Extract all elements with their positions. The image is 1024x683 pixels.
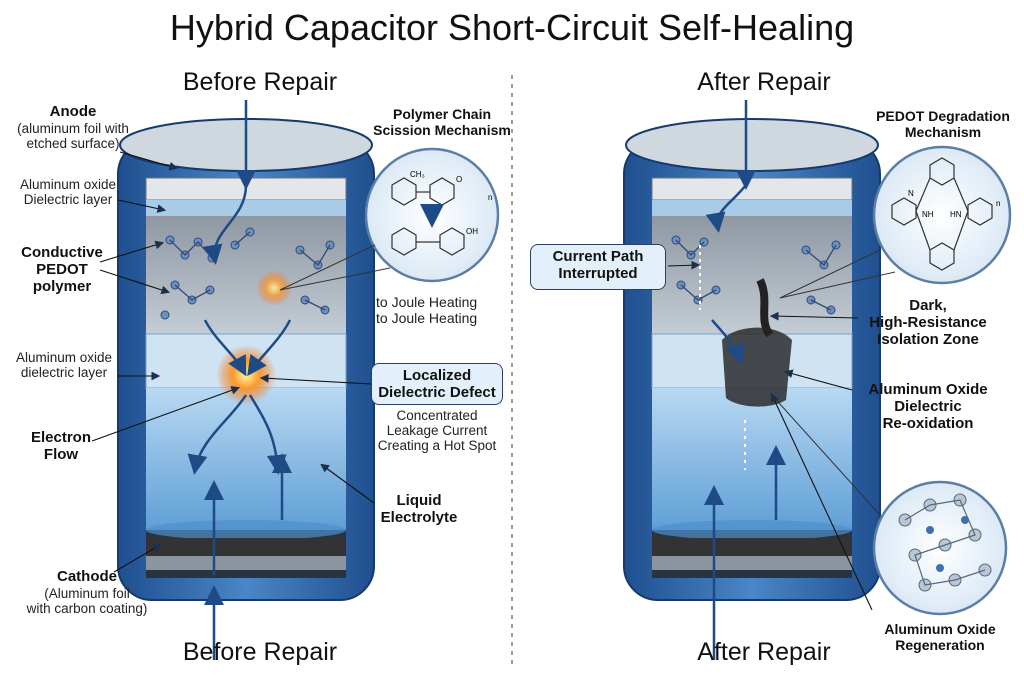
molecule-label-n-after: n — [996, 199, 1000, 208]
anode-desc-1: (aluminum foil with — [4, 121, 142, 136]
electrolyte-1: Liquid — [374, 493, 464, 510]
anode-foil-after — [652, 178, 852, 200]
molecule-label-nh: NH — [922, 210, 934, 219]
after-header: After Repair — [654, 68, 874, 96]
molecule-label-hn: HN — [950, 210, 962, 219]
leak-1: Concentrated — [362, 408, 512, 423]
zoom-circle-degradation — [874, 147, 1010, 283]
electrolyte-after — [652, 388, 852, 530]
scission-1: Polymer Chain — [372, 107, 512, 123]
pedot-2: PEDOT — [10, 262, 114, 279]
dark-3: Isolation Zone — [858, 332, 998, 349]
leakage-label: Concentrated Leakage Current Creating a … — [362, 408, 512, 453]
oxide-top-2: Dielectric layer — [8, 192, 128, 207]
oxide-layer-top-before — [146, 200, 346, 216]
joule-label: to Joule Heating to Joule Heating — [376, 295, 477, 326]
defect-2: Dielectric Defect — [378, 384, 496, 401]
cathode-foil-before — [146, 538, 346, 556]
anode-desc-2: etched surface) — [4, 136, 142, 151]
reox-2: Dielectric — [858, 399, 998, 416]
molecule-label-oh: OH — [466, 227, 478, 236]
electrolyte-2: Electrolyte — [374, 510, 464, 527]
molecule-label-nitrogen: N — [908, 189, 914, 198]
defect-callout: Localized Dielectric Defect — [371, 363, 503, 405]
molecule-label-o: O — [456, 175, 462, 184]
dark-1: Dark, — [858, 298, 998, 315]
defect-1: Localized — [378, 367, 496, 384]
electron-2: Flow — [18, 447, 104, 464]
scission-2: Scission Mechanism — [372, 123, 512, 139]
molecule-label-n: n — [488, 193, 492, 202]
oxide-layer-top-after — [652, 200, 852, 216]
current-1: Current Path — [537, 248, 659, 265]
can-bottom-after — [652, 556, 852, 570]
oxide-top-1: Aluminum oxide — [8, 177, 128, 192]
joule-1: to Joule Heating — [376, 295, 477, 311]
degradation-2: Mechanism — [868, 125, 1018, 141]
pedot-1: Conductive — [10, 245, 114, 262]
page-title: Hybrid Capacitor Short-Circuit Self-Heal… — [0, 8, 1024, 48]
current-interrupted-callout: Current Path Interrupted — [530, 244, 666, 290]
degradation-1: PEDOT Degradation — [868, 109, 1018, 125]
isolation-label: Dark, High-Resistance Isolation Zone — [858, 298, 998, 348]
polymer-region-after — [652, 216, 852, 334]
reox-3: Re-oxidation — [858, 416, 998, 433]
scission-title: Polymer Chain Scission Mechanism — [372, 107, 512, 138]
molecule-label-ch3: CH₃ — [410, 170, 425, 179]
regen-1: Aluminum Oxide — [870, 622, 1010, 638]
reoxidation-label: Aluminum Oxide Dielectric Re-oxidation — [858, 382, 998, 432]
can-top-after — [626, 119, 878, 171]
oxide-mid-label: Aluminum oxide dielectric layer — [6, 350, 122, 380]
cathode-foil-after — [652, 538, 852, 556]
before-footer: Before Repair — [150, 638, 370, 666]
oxide-mid-2: dielectric layer — [6, 365, 122, 380]
joule-2: to Joule Heating — [376, 311, 477, 327]
cathode-2: (Aluminum foil — [12, 586, 162, 601]
oxide-mid-1: Aluminum oxide — [6, 350, 122, 365]
regeneration-label: Aluminum Oxide Regeneration — [870, 622, 1010, 653]
oxide-top-label: Aluminum oxide Dielectric layer — [8, 177, 128, 207]
hotspot-polymer — [256, 270, 292, 306]
cathode-1: Cathode — [12, 569, 162, 586]
electrolyte-before — [146, 388, 346, 530]
pedot-label: Conductive PEDOT polymer — [10, 245, 114, 295]
leak-2: Leakage Current — [362, 423, 512, 438]
cathode-3: with carbon coating) — [12, 601, 162, 616]
pedot-3: polymer — [10, 279, 114, 296]
electron-flow-label: Electron Flow — [18, 430, 104, 464]
after-footer: After Repair — [654, 638, 874, 666]
cathode-label: Cathode (Aluminum foil with carbon coati… — [12, 569, 162, 616]
degradation-title: PEDOT Degradation Mechanism — [868, 109, 1018, 140]
current-2: Interrupted — [537, 265, 659, 282]
reox-1: Aluminum Oxide — [858, 382, 998, 399]
electron-1: Electron — [18, 430, 104, 447]
isolation-zone — [722, 328, 792, 407]
anode-title: Anode — [4, 104, 142, 121]
can-bottom-before — [146, 556, 346, 570]
anode-label: Anode (aluminum foil with etched surface… — [4, 104, 142, 151]
regen-2: Regeneration — [870, 638, 1010, 654]
dark-2: High-Resistance — [858, 315, 998, 332]
electrolyte-label: Liquid Electrolyte — [374, 493, 464, 527]
leak-3: Creating a Hot Spot — [362, 438, 512, 453]
before-header: Before Repair — [150, 68, 370, 96]
